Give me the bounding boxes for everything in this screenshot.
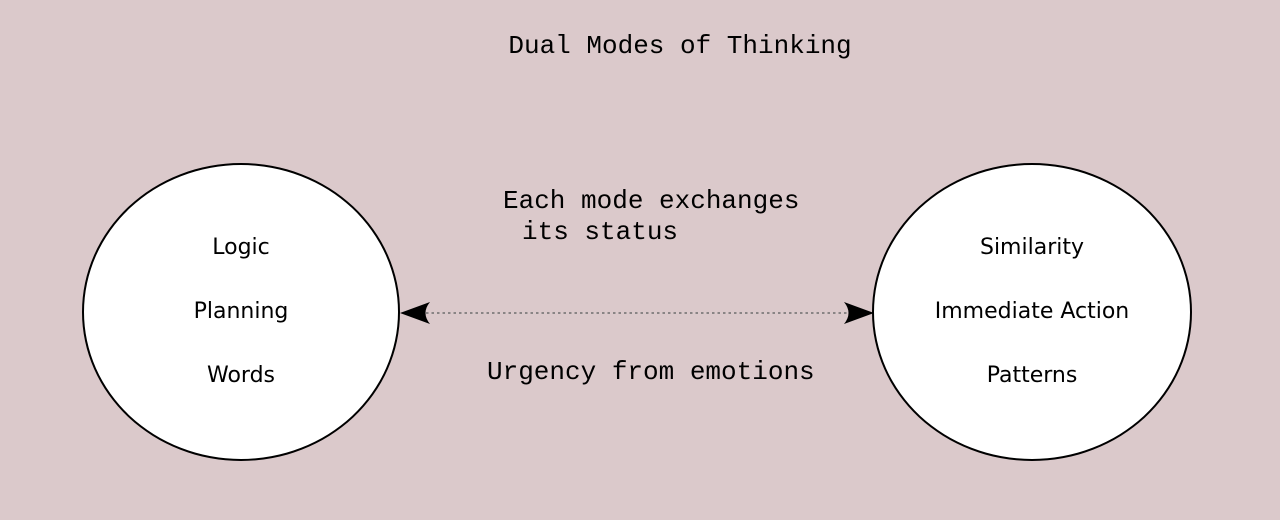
left-mode-item: Logic bbox=[212, 235, 270, 260]
connector-label-top: Each mode exchanges its status bbox=[503, 186, 799, 248]
connector-label-bottom: Urgency from emotions bbox=[487, 357, 815, 387]
arrowhead-right-icon bbox=[844, 302, 874, 324]
left-mode-item: Planning bbox=[193, 299, 289, 324]
right-mode-item: Similarity bbox=[979, 235, 1085, 260]
connector-label-top-line1: Each mode exchanges bbox=[503, 186, 800, 216]
exchange-arrow bbox=[400, 302, 874, 324]
left-mode-node: Logic Planning Words bbox=[82, 163, 400, 461]
arrowhead-left-icon bbox=[400, 302, 430, 324]
right-mode-node: Similarity Immediate Action Patterns bbox=[872, 163, 1192, 461]
right-mode-item: Immediate Action bbox=[934, 299, 1130, 324]
connector-label-top-line2: its status bbox=[522, 217, 679, 247]
right-mode-item: Patterns bbox=[986, 363, 1078, 388]
left-mode-item: Words bbox=[206, 363, 275, 388]
diagram-title: Dual Modes of Thinking bbox=[508, 31, 852, 61]
